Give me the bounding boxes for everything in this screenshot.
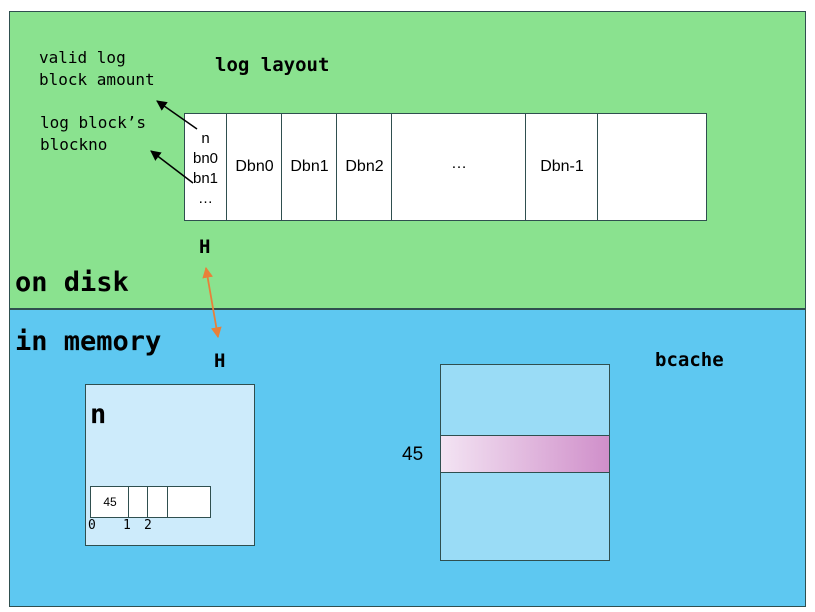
data-block-dbn-last: Dbn-1	[525, 113, 599, 221]
header-bn1: bn1	[192, 170, 219, 187]
slot-index-2: 2	[144, 518, 152, 533]
on-disk-label: on disk	[15, 267, 129, 298]
block-slot-0: 45	[90, 486, 130, 518]
data-block-dbn1: Dbn1	[281, 113, 338, 221]
arrow-to-count-annotation	[156, 100, 198, 130]
block-slot-3	[167, 486, 211, 518]
data-block-dbn0: Dbn0	[226, 113, 283, 221]
memory-header-label: H	[214, 350, 226, 372]
memory-header-n: n	[90, 399, 107, 430]
slot-index-1: 1	[123, 518, 131, 533]
slot-index-0: 0	[88, 518, 96, 533]
annotation-valid-log-block-amount: valid log block amount	[39, 48, 155, 89]
log-layout-title: log layout	[215, 54, 330, 76]
header-bn0: bn0	[192, 150, 219, 167]
bcache-title: bcache	[655, 349, 724, 371]
header-ellipsis: …	[198, 190, 213, 207]
annotation-log-block-blockno: log block’s blockno	[40, 113, 146, 154]
disk-memory-sync-arrow	[202, 266, 222, 339]
log-header-memory-box	[85, 384, 255, 546]
arrow-to-blockno-annotation	[150, 150, 194, 184]
data-block-ellipsis: …	[391, 113, 527, 221]
header-count-n: n	[201, 130, 210, 147]
data-block-empty	[597, 113, 707, 221]
in-memory-label: in memory	[15, 326, 162, 357]
disk-header-label: H	[199, 236, 211, 258]
bcache-block-45	[440, 435, 610, 473]
bcache-row-label: 45	[402, 444, 424, 465]
